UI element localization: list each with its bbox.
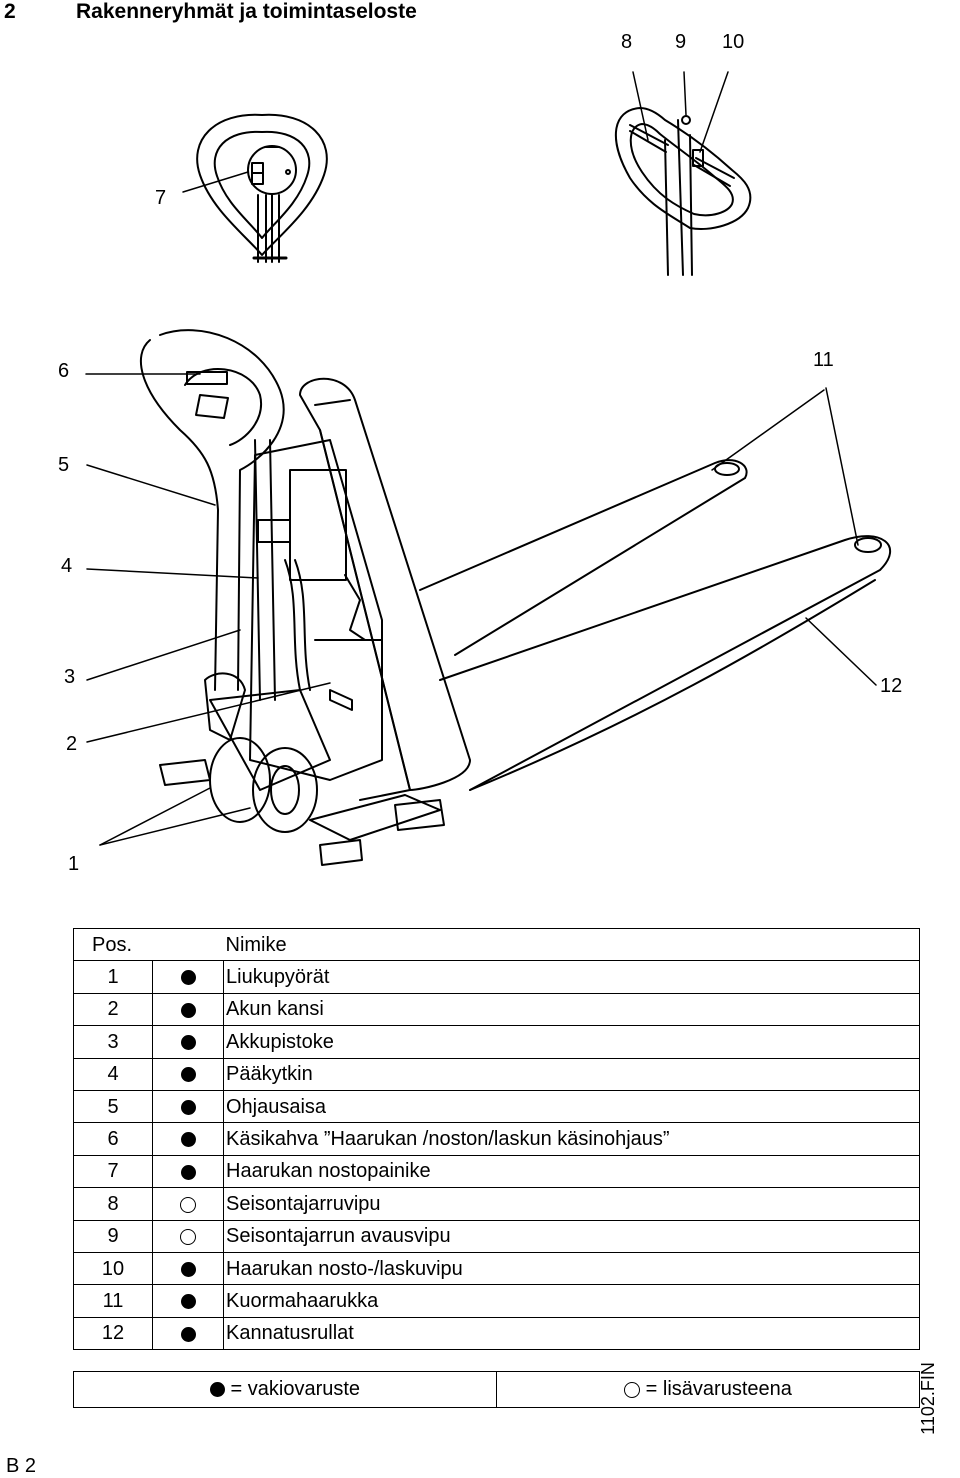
callout-11: 11	[813, 349, 834, 371]
row-pos: 1	[73, 960, 153, 994]
row-mark	[152, 1187, 224, 1221]
row-mark	[152, 1251, 224, 1286]
table-row: 8 Seisontajarruvipu	[73, 1187, 920, 1221]
document-code: 1102.FIN	[918, 1354, 958, 1454]
table-row: 4 Pääkytkin	[73, 1057, 920, 1091]
row-mark	[152, 992, 224, 1027]
mark-header	[152, 927, 224, 962]
row-mark	[152, 1316, 224, 1351]
table-row: 3 Akkupistoke	[73, 1025, 920, 1059]
callout-7: 7	[155, 187, 166, 209]
table-row: 7 Haarukan nostopainike	[73, 1154, 920, 1189]
row-name: Kannatusrullat	[223, 1316, 920, 1351]
legend-optional-label: = lisävarusteena	[645, 1378, 792, 1400]
row-name: Ohjausaisa	[223, 1089, 920, 1124]
row-name: Seisontajarruvipu	[223, 1187, 920, 1221]
open-circle-icon	[180, 1196, 196, 1213]
row-name: Kuormahaarukka	[223, 1284, 920, 1318]
filled-dot-icon	[180, 970, 196, 986]
legend-standard: = vakiovaruste	[73, 1371, 497, 1408]
row-pos: 3	[73, 1025, 153, 1059]
section-title: Rakenneryhmät ja toimintaseloste	[76, 0, 417, 23]
callout-4: 4	[61, 555, 72, 577]
row-mark	[152, 960, 224, 994]
callout-8: 8	[621, 31, 632, 53]
callout-6: 6	[58, 360, 69, 382]
row-name: Seisontajarrun avausvipu	[223, 1219, 920, 1253]
table-row: 5 Ohjausaisa	[73, 1089, 920, 1124]
handle-side-view	[614, 71, 752, 276]
section-number: 2	[4, 0, 16, 23]
filled-dot-icon	[180, 1326, 196, 1342]
row-mark	[152, 1284, 224, 1318]
filled-dot-icon	[209, 1382, 225, 1398]
pallet-truck-illustration: 7 8 9 10 6 11 5 4 3 12 2 1	[58, 31, 902, 875]
row-mark	[152, 1089, 224, 1124]
row-mark	[152, 1219, 224, 1253]
filled-dot-icon	[180, 1261, 196, 1277]
row-pos: 5	[73, 1089, 153, 1124]
pallet-truck-main-view	[85, 329, 892, 866]
parts-table: Pos. Nimike 1 Liukupyörät 2 Akun kansi 3 Akku…	[73, 927, 920, 1351]
callout-2: 2	[66, 733, 77, 755]
open-circle-icon	[624, 1381, 641, 1398]
row-pos: 2	[73, 992, 153, 1027]
table-row: 12 Kannatusrullat	[73, 1316, 920, 1351]
row-mark	[152, 1057, 224, 1091]
row-pos: 9	[73, 1219, 153, 1253]
row-mark	[152, 1025, 224, 1059]
row-name: Akkupistoke	[223, 1025, 920, 1059]
callout-3: 3	[64, 666, 75, 688]
page-label: B 2	[6, 1455, 37, 1477]
legend-table: = vakiovaruste = lisävarusteena	[73, 1371, 920, 1408]
row-pos: 8	[73, 1187, 153, 1221]
table-row: 11 Kuormahaarukka	[73, 1284, 920, 1318]
filled-dot-icon	[180, 1132, 196, 1148]
table-row: 10 Haarukan nosto-/laskuvipu	[73, 1251, 920, 1286]
row-pos: 7	[73, 1154, 153, 1189]
table-row: 6 Käsikahva ”Haarukan /noston/laskun käsi…	[73, 1122, 920, 1156]
row-pos: 11	[73, 1284, 153, 1318]
row-name: Pääkytkin	[223, 1057, 920, 1091]
open-circle-icon	[180, 1228, 196, 1245]
row-name: Liukupyörät	[223, 960, 920, 994]
handle-front-view	[182, 113, 328, 263]
legend-optional: = lisävarusteena	[496, 1371, 920, 1408]
document-code-text: 1102.FIN	[917, 1362, 938, 1435]
row-pos: 6	[73, 1122, 153, 1156]
pos-header: Pos.	[73, 927, 153, 962]
filled-dot-icon	[180, 1035, 196, 1051]
row-pos: 4	[73, 1057, 153, 1091]
legend-standard-label: = vakiovaruste	[230, 1378, 361, 1400]
table-row: 9 Seisontajarrun avausvipu	[73, 1219, 920, 1253]
table-row: 1 Liukupyörät	[73, 960, 920, 994]
filled-dot-icon	[180, 1002, 196, 1018]
row-name: Akun kansi	[223, 992, 920, 1027]
row-mark	[152, 1154, 224, 1189]
row-name: Haarukan nostopainike	[223, 1154, 920, 1189]
filled-dot-icon	[180, 1067, 196, 1083]
callout-1: 1	[68, 853, 79, 875]
filled-dot-icon	[180, 1294, 196, 1310]
row-mark	[152, 1122, 224, 1156]
row-pos: 12	[73, 1316, 153, 1351]
row-name: Haarukan nosto-/laskuvipu	[223, 1251, 920, 1286]
filled-dot-icon	[180, 1164, 196, 1180]
filled-dot-icon	[180, 1099, 196, 1115]
callout-12: 12	[880, 675, 902, 697]
table-row: 2 Akun kansi	[73, 992, 920, 1027]
callout-5: 5	[58, 454, 69, 476]
callout-10: 10	[722, 31, 744, 53]
parts-table-header: Pos. Nimike	[73, 927, 920, 962]
row-name: Käsikahva ”Haarukan /noston/laskun käsin…	[223, 1122, 920, 1156]
row-pos: 10	[73, 1251, 153, 1286]
name-header: Nimike	[223, 927, 920, 962]
callout-9: 9	[675, 31, 686, 53]
